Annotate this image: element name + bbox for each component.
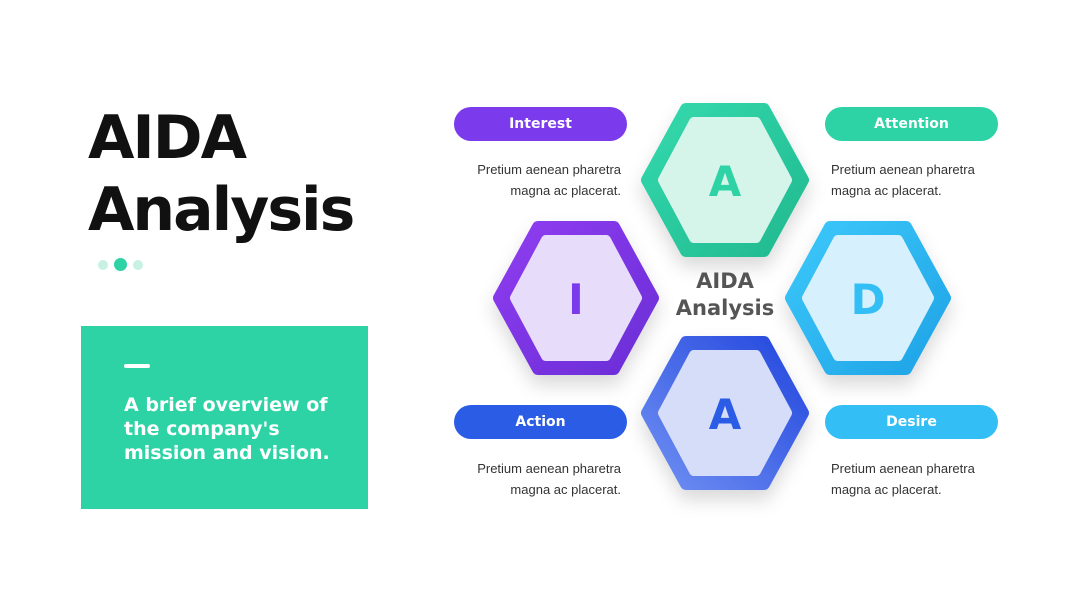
desc-action-line-2: magna ac placerat. — [510, 482, 621, 497]
dot-indicator-active — [114, 258, 127, 271]
slide-title: AIDA Analysis — [88, 102, 355, 246]
overview-card: A brief overview of the company's missio… — [81, 326, 368, 509]
card-text: A brief overview of the company's missio… — [124, 394, 330, 464]
title-line-1: AIDA — [88, 103, 247, 173]
desc-action: Pretium aenean pharetra magna ac placera… — [451, 458, 621, 500]
desc-interest: Pretium aenean pharetra magna ac placera… — [451, 159, 621, 201]
desc-desire-line-2: magna ac placerat. — [831, 482, 942, 497]
hexagon-desire-inner — [802, 235, 934, 361]
hexagon-letter-interest: I — [568, 275, 584, 324]
title-line-2: Analysis — [88, 175, 355, 245]
desc-action-line-1: Pretium aenean pharetra — [477, 461, 621, 476]
desc-attention-line-1: Pretium aenean pharetra — [831, 162, 975, 177]
pill-interest: Interest — [454, 107, 627, 141]
desc-attention-line-2: magna ac placerat. — [831, 183, 942, 198]
center-label-line-2: Analysis — [675, 296, 775, 320]
card-dash-decoration — [124, 364, 150, 368]
hexagon-action-inner — [658, 350, 792, 476]
desc-attention: Pretium aenean pharetra magna ac placera… — [831, 159, 1001, 201]
dot-indicator — [98, 260, 108, 270]
desc-desire-line-1: Pretium aenean pharetra — [831, 461, 975, 476]
hexagon-letter-action: A — [709, 390, 742, 439]
pill-desire: Desire — [825, 405, 998, 439]
center-label: AIDA Analysis — [660, 268, 790, 322]
center-label-line-1: AIDA — [696, 269, 754, 293]
hexagon-interest-inner — [510, 235, 642, 361]
desc-interest-line-2: magna ac placerat. — [510, 183, 621, 198]
hexagon-letter-attention: A — [709, 157, 742, 206]
pill-action: Action — [454, 405, 627, 439]
desc-desire: Pretium aenean pharetra magna ac placera… — [831, 458, 1001, 500]
desc-interest-line-1: Pretium aenean pharetra — [477, 162, 621, 177]
dot-indicator — [133, 260, 143, 270]
hexagon-attention-inner — [658, 117, 792, 243]
pill-attention: Attention — [825, 107, 998, 141]
hexagon-letter-desire: D — [851, 275, 886, 324]
